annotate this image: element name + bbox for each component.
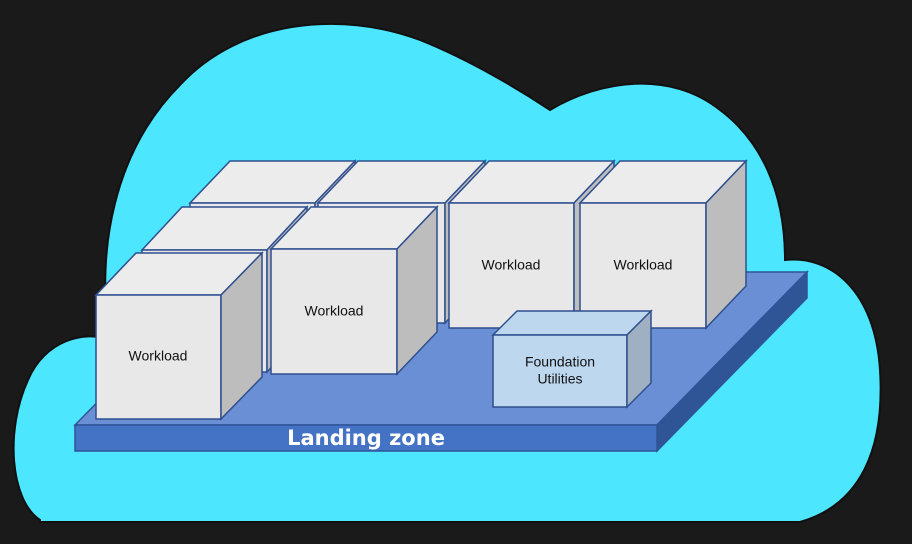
foundation-label-line2: Utilities [537,371,582,387]
workload-box: Workload [578,159,748,330]
workload-box: Workload [269,205,439,376]
workload-label: Workload [305,303,364,319]
foundation-label-line1: Foundation [525,354,595,370]
workload-label: Workload [614,257,673,273]
platform-front [74,424,658,452]
workload-label: Workload [129,348,188,364]
workload-label: Workload [482,257,541,273]
workload-box: Workload [94,251,264,421]
foundation-utilities-box: Foundation Utilities [491,309,653,409]
landing-zone-label: Landing zone [287,426,445,450]
